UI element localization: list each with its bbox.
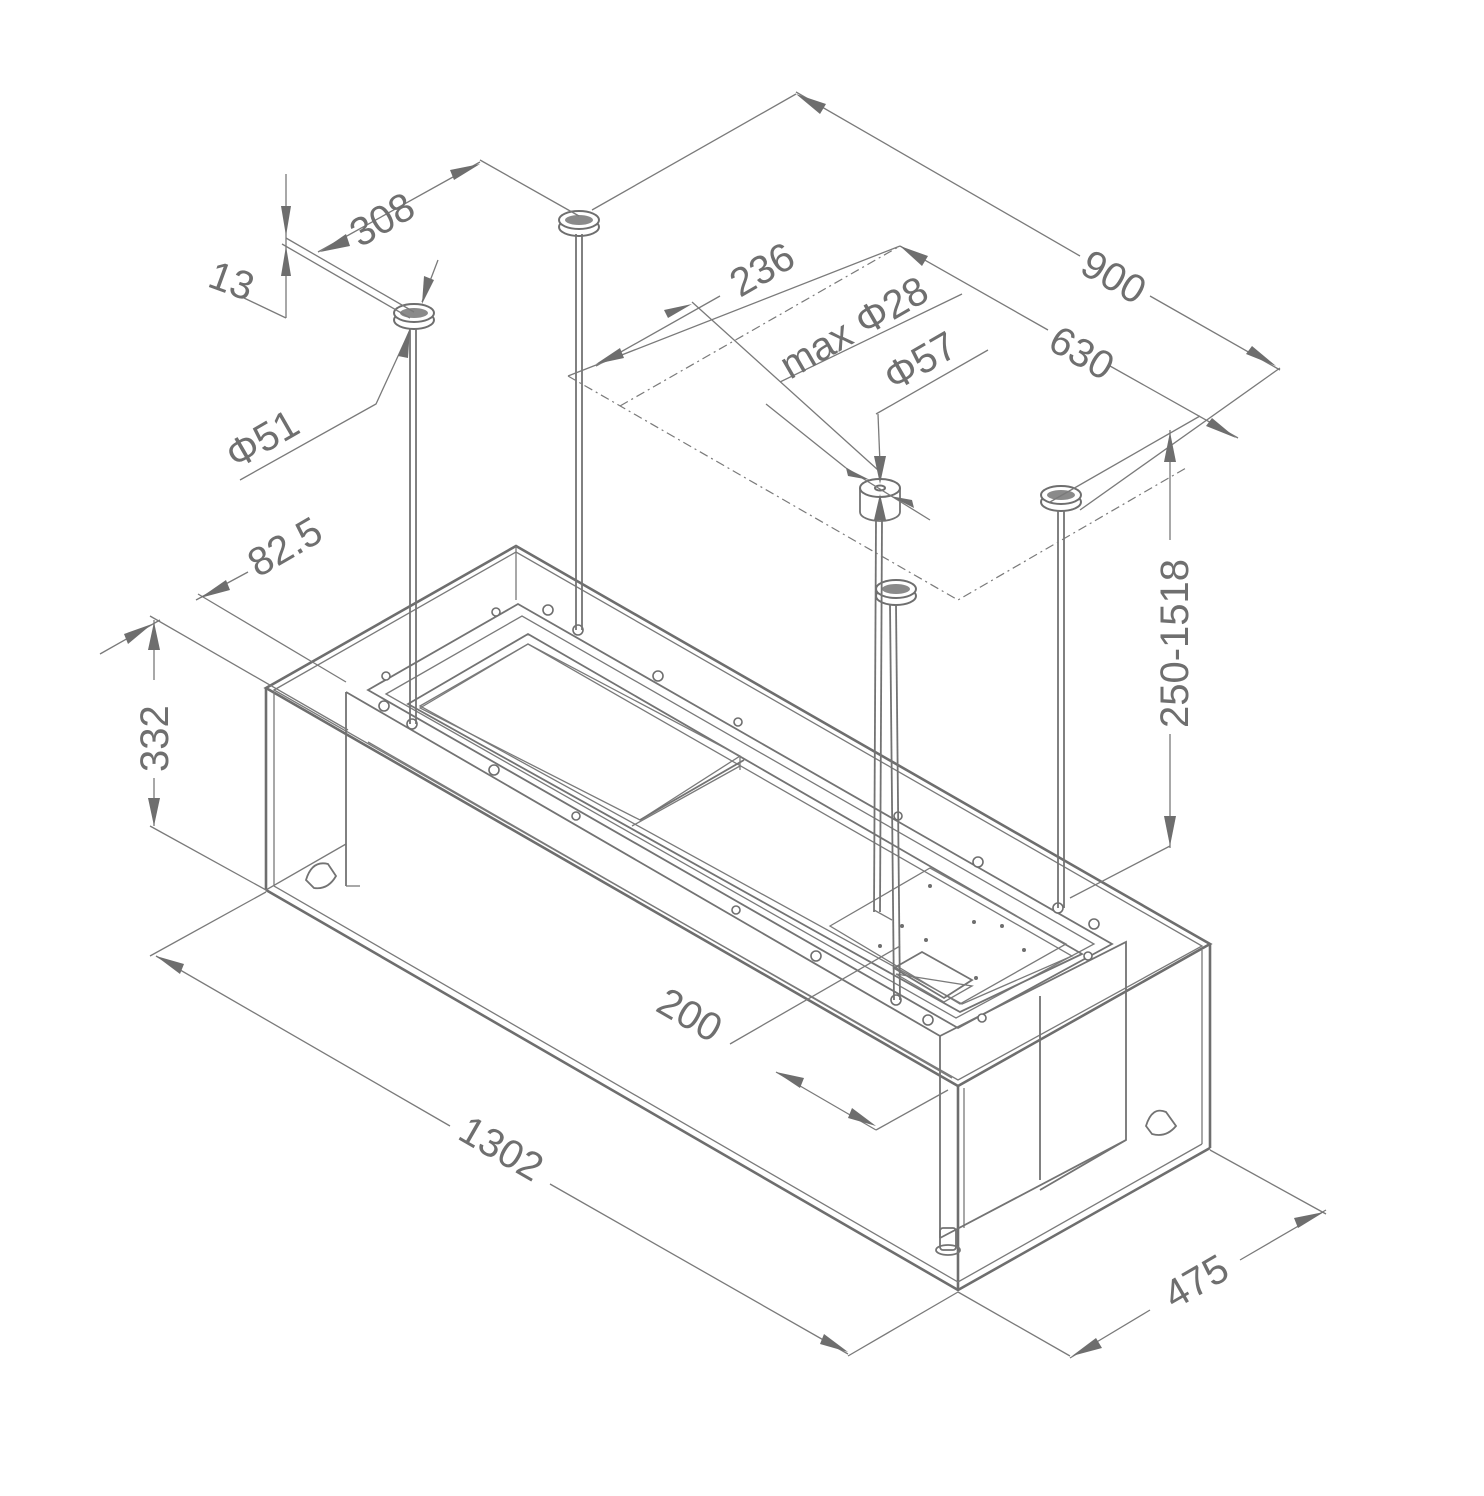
- dim-475: 475: [1157, 1246, 1237, 1317]
- ceiling-mount-right: [1040, 485, 1082, 512]
- dim-82-5: 82.5: [241, 509, 330, 586]
- dim-308: 308: [343, 184, 423, 255]
- dim-900: 900: [1074, 242, 1154, 313]
- hood-feet: [304, 862, 1178, 1256]
- dim-236: 236: [723, 234, 803, 305]
- ceiling-mounts: [393, 210, 1082, 606]
- inner-motor-box: [345, 691, 1127, 1239]
- hood-outer-box: [263, 544, 1213, 1292]
- dim-d51: Φ51: [219, 401, 307, 477]
- dim-1302: 1302: [452, 1108, 551, 1191]
- ceiling-mount-back: [558, 210, 600, 237]
- dim-200: 200: [650, 980, 730, 1051]
- dim-332: 332: [133, 705, 177, 772]
- top-frame: [366, 602, 1114, 1030]
- ceiling-mount-front: [875, 579, 917, 606]
- ceiling-mount-left: [393, 303, 435, 330]
- dimension-labels: 308 13 Φ51 900 236 max Φ28 Φ57 630 250-1…: [133, 184, 1236, 1317]
- suspension-cables: [409, 234, 1065, 1001]
- dim-250-1518: 250-1518: [1153, 559, 1197, 728]
- dimension-lines: [99, 91, 1327, 1359]
- dim-630: 630: [1042, 318, 1122, 389]
- frame-screws: [378, 604, 1100, 1026]
